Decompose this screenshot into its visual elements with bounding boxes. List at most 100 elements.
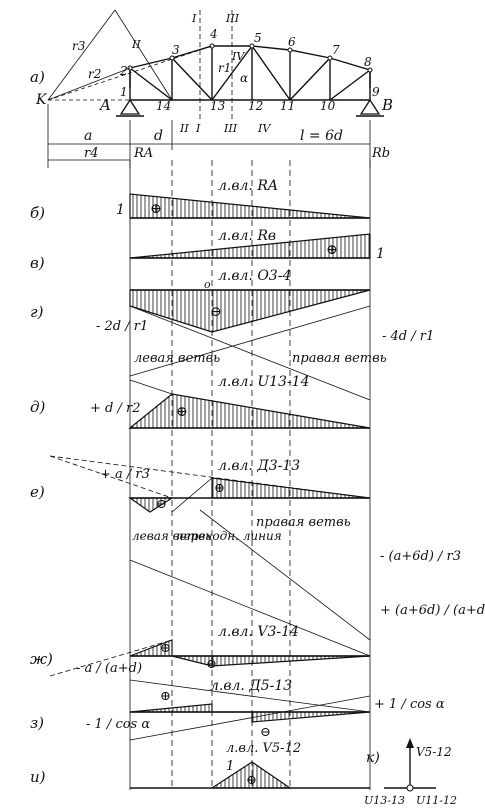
r1-label: r1 [218,61,231,75]
o34-left: - 2d / r1 [96,319,148,334]
node-9: 9 [372,85,380,99]
v314-right: + (a+6d) / (a+d) [380,603,485,618]
node-12: 12 [248,99,263,113]
node-equilibrium: V5-12 U13-13 U11-12 [364,738,457,807]
influence-line-ra: л.вл. RA 1 ⊕ [116,178,371,219]
panel-label-k: к) [366,750,380,766]
d313-sign-neg: ⊖ [156,497,167,512]
section-III-bottom: III [223,122,238,135]
node-8: 8 [364,55,372,69]
node-14: 14 [156,99,171,113]
alpha-label: α [240,71,248,85]
dim-rb: Rb [371,146,390,161]
u1314-title: л.вл. U13-14 [218,374,310,390]
influence-line-u1314: л.вл. U13-14 ⊕ + d / r2 [90,374,371,429]
section-IV-bottom: IV [257,122,271,135]
point-k: K [35,92,48,108]
o34-title: л.вл. O3-4 [218,268,291,284]
d313-right: - (a+6d) / r3 [380,549,461,564]
ra-title: л.вл. RA [218,178,278,194]
support-a-icon [119,98,141,115]
panel-label-z: з) [30,714,44,732]
section-II-top: II [131,38,141,51]
v314-left: - a / (a+d) [76,661,142,676]
d513-sign-neg: ⊖ [260,725,271,740]
node-10: 10 [320,99,336,113]
panel-label-g: г) [30,303,44,321]
support-b-icon [359,98,381,115]
ra-sign: ⊕ [150,201,162,217]
rb-value: 1 [376,246,385,262]
influence-line-d313: л.вл. Д3-13 ⊕ ⊖ + a / r3 - (a+6d) / r3 л… [49,455,461,641]
v512-title: л.вл. V5-12 [226,741,301,756]
rb-title: л.вл. Rв [218,228,276,244]
d513-title: л.вл. Д5-13 [210,678,292,694]
panel-label-b: б) [30,204,45,222]
d513-sign-pos: ⊕ [160,689,171,704]
node-1: 1 [120,85,128,99]
d313-left-branch: левая ветвь [132,529,212,543]
section-II-bottom: II [179,122,189,135]
v512-sign: ⊕ [246,773,257,788]
influence-line-o34: л.вл. O3-4 ⊖ - 2d / r1 - 4d / r1 o левая… [96,268,434,401]
d313-sign-pos: ⊕ [214,481,225,496]
support-b-label: B [381,96,393,114]
influence-line-d513: л.вл. Д5-13 ⊕ ⊖ - 1 / cos α + 1 / cos α [86,678,445,741]
d313-title: л.вл. Д3-13 [218,458,300,474]
k-v-label: V5-12 [416,745,452,759]
r3-label: r3 [72,39,86,53]
dim-span: l = 6d [300,128,343,144]
influence-line-v512: л.вл. V5-12 1 ⊕ [130,741,370,789]
d313-transition: переходн. линия [176,529,282,543]
o34-right-branch: правая ветвь [292,351,387,366]
influence-line-v314: л.вл. V3-14 ⊕ ⊖ - a / (a+d) + (a+6d) / (… [49,559,485,677]
section-III-top: III [225,12,240,25]
node-13: 13 [210,99,226,113]
u1314-left: + d / r2 [90,401,140,416]
u1314-sign: ⊕ [176,404,188,420]
section-I-top: I [191,12,197,25]
r2-label: r2 [88,67,101,81]
o34-left-branch: левая ветвь [134,351,220,366]
node-11: 11 [280,99,295,113]
node-3: 3 [172,43,180,57]
dim-r4: r4 [84,146,99,161]
d513-right: + 1 / cos α [374,697,445,712]
panel-label-v: в) [30,254,45,272]
v314-sign-pos: ⊕ [160,641,171,656]
ra-value: 1 [116,202,125,218]
dim-ra: RA [133,146,153,161]
node-5: 5 [254,31,262,45]
o34-right: - 4d / r1 [382,329,434,344]
truss: 1 2 3 4 5 6 7 8 14 13 12 11 10 9 K A B I… [35,9,393,135]
section-IV-top: IV [231,50,245,63]
o34-sign: ⊖ [210,304,222,320]
arrow-up-icon [406,738,414,748]
v512-peak: 1 [226,759,234,774]
dim-a: a [84,128,92,144]
node-7: 7 [332,43,340,57]
panel-label-i: и) [30,768,46,786]
k-u-left: U13-13 [364,794,405,807]
node-4: 4 [209,27,218,41]
panel-label-d: д) [30,398,46,416]
rb-sign: ⊕ [326,242,338,258]
panel-label-e: е) [30,483,45,501]
influence-line-rb: л.вл. Rв 1 ⊕ [129,228,385,262]
support-a-label: A [98,96,111,114]
d313-left: + a / r3 [100,467,150,482]
d513-left: - 1 / cos α [86,717,150,732]
d313-right-branch: правая ветвь [256,515,351,530]
k-u-right: U11-12 [416,794,457,807]
panel-label-zh: ж) [30,650,53,668]
node-2: 2 [119,64,128,78]
dim-d: d [154,128,163,144]
node-6: 6 [288,35,296,49]
v314-title: л.вл. V3-14 [218,624,299,640]
o34-zero: o [204,278,211,291]
dimension-row: a d r4 RA Rb l = 6d [47,104,390,168]
section-I-bottom: I [195,122,201,135]
panel-label-a: а) [30,68,45,86]
